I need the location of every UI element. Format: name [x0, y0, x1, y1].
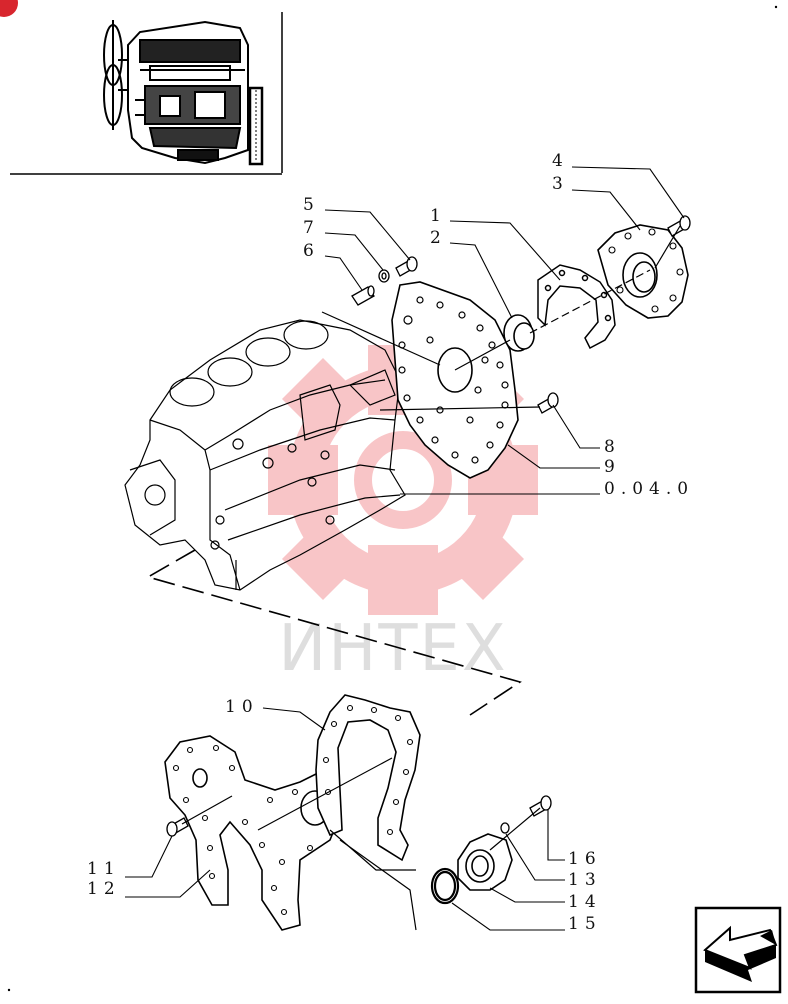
flywheel-icon — [248, 86, 264, 166]
lower-axis-lines — [181, 757, 541, 931]
callout-labels: 5 7 6 1 2 4 3 8 9 0.04.0 10 11 12 16 13 … — [87, 151, 694, 934]
callout-10: 10 — [225, 697, 259, 717]
dowel-pin[interactable] — [351, 285, 375, 306]
screw-5[interactable] — [395, 256, 418, 277]
callout-6: 6 — [303, 241, 320, 261]
o-ring[interactable] — [430, 867, 460, 905]
callout-5: 5 — [303, 195, 320, 215]
leader-lines — [125, 166, 685, 931]
washer-13[interactable] — [500, 822, 510, 834]
callout-1: 1 — [430, 206, 447, 226]
group-connector-line — [145, 549, 522, 716]
timing-plate-left[interactable] — [164, 735, 341, 931]
callout-13: 13 — [568, 870, 602, 890]
callout-12: 12 — [87, 879, 121, 899]
callout-3: 3 — [552, 174, 569, 194]
engine-block[interactable] — [124, 319, 406, 591]
callout-4: 4 — [552, 151, 569, 171]
pump-cover[interactable] — [457, 833, 513, 891]
timing-gasket[interactable] — [315, 694, 421, 862]
fan-icon — [103, 20, 123, 130]
reference-code: 0.04.0 — [604, 479, 694, 499]
screw-11[interactable] — [166, 817, 189, 837]
corner-marker — [0, 0, 18, 17]
washer[interactable] — [378, 269, 390, 283]
screw-4[interactable] — [667, 215, 691, 237]
callout-8: 8 — [604, 437, 621, 457]
prev-page-button[interactable] — [694, 906, 782, 994]
assembly-axis-lines — [321, 225, 681, 411]
callout-9: 9 — [604, 457, 621, 477]
callout-15: 15 — [568, 914, 602, 934]
callout-11: 11 — [87, 859, 121, 879]
oil-seal[interactable] — [503, 314, 535, 352]
engine-thumbnail[interactable] — [10, 12, 283, 175]
prev-page-arrow-icon — [703, 925, 778, 982]
callout-2: 2 — [430, 228, 447, 248]
corner-dot-bottom — [7, 988, 11, 992]
seal-carrier[interactable] — [537, 264, 616, 350]
corner-dot — [774, 5, 778, 9]
engine-body-icon — [118, 20, 249, 165]
watermark: ИНТЕХ — [268, 345, 538, 686]
callout-7: 7 — [303, 218, 320, 238]
screw-8[interactable] — [537, 392, 559, 414]
callout-16: 16 — [568, 849, 602, 869]
callout-14: 14 — [568, 892, 602, 912]
